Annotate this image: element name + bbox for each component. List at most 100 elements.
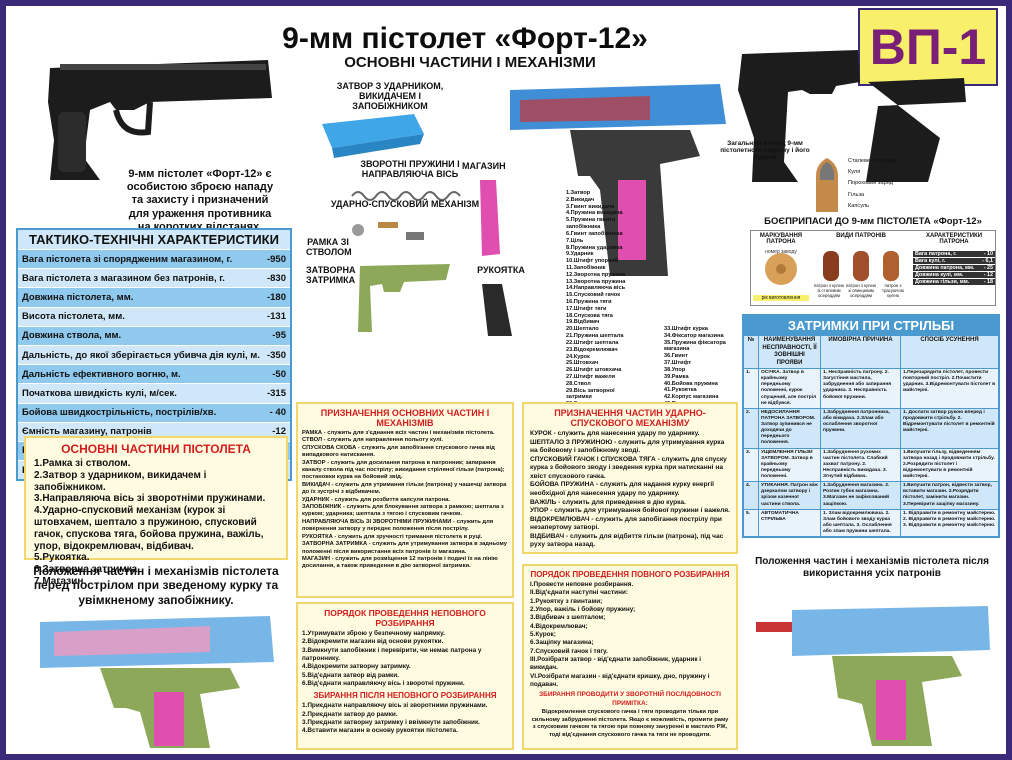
specs-row: Дальність, до якої зберігається убивча д… (18, 344, 290, 365)
part-number-item: 13.Зворотна пружина (566, 278, 626, 285)
ammo-spec-row: Довжина кулі, мм.- 12 (913, 272, 995, 278)
full-step: 7.Спусковий гачок і тягу. (530, 647, 608, 655)
incomplete-step: 3.Вимкнути запобіжник і перевірити, чи н… (302, 646, 482, 662)
specs-row: Початкова швидкість кулі, м/сек.-315 (18, 383, 290, 403)
specs-title: ТАКТИКО-ТЕХНІЧНІ ХАРАКТЕРИСТИКИ (18, 230, 290, 249)
main-part-item: 4.Ударно-спусковий механізм (курок зі шт… (34, 505, 264, 552)
part-number-item: 1.Затвор (566, 190, 591, 196)
label-slide-catch: ЗАТВОРНА ЗАТРИМКА (306, 265, 356, 285)
main-part-item: 7.Магазин. (34, 575, 87, 587)
purpose-line: ЗАТВОР - служить для досилання патрона в… (302, 459, 505, 481)
part-number-item: 8.Пружина ударника (566, 244, 623, 251)
spec-label: Вага пістолета зі спорядженим магазином,… (22, 253, 233, 265)
ammo-spec-value: - 25 (983, 265, 993, 271)
spec-label: Дальність ефективного вогню, м. (22, 368, 181, 380)
specs-row: Вага пістолета з магазином без патронів,… (18, 268, 290, 288)
label-trigger-mechanism: УДАРНО-СПУСКОВИЙ МЕХАНІЗМ (330, 199, 480, 209)
spec-label: Ємність магазину, патронів (22, 426, 152, 438)
malfunctions-header: № НАЙМЕНУВАННЯ НЕСПРАВНОСТІ, ЇЇ ЗОВНІШНІ… (744, 335, 998, 368)
purpose-line: СПУСКОВА СКОБА - служить для запобігання… (302, 444, 495, 459)
specs-row: Довжина пістолета, мм.-180 (18, 287, 290, 307)
spec-label: Висота пістолета, мм. (22, 311, 125, 323)
part-number-item: 18.Спускова тяга (566, 312, 613, 319)
pistol-cocked-image (40, 616, 274, 748)
malfunction-row: 1.ОСІЧКА. Затвор в крайньому передньому … (744, 368, 998, 408)
malfunctions-table: ЗАТРИМКИ ПРИ СТРІЛЬБІ № НАЙМЕНУВАННЯ НЕС… (742, 314, 1000, 539)
malfunction-cause: 1.Забруднення магазина. 2. Розгин губок … (820, 482, 900, 509)
full-step: 5.Курок; (530, 630, 556, 638)
malfunction-cause: 1.Забруднення патронника, або вікидача. … (820, 408, 900, 448)
note-title: ПРИМІТКА: (612, 700, 648, 708)
part-number-item: 41.Рукоятка (664, 387, 697, 394)
malfunction-cause: 1. Несправність патрону. 2. Загустіння м… (820, 369, 900, 408)
purpose-line: РАМКА - служить для з'єднання всіх части… (302, 430, 495, 436)
col-fix: СПОСІБ УСУНЕННЯ (900, 336, 998, 368)
part-number-item: 21.Пружина шептала (566, 333, 624, 340)
cart-part: Сталеве осереддя (848, 158, 897, 164)
main-part-item: 2.Затвор з ударником, викидачем і запобі… (34, 469, 207, 493)
part-number-item: 38.Упор (664, 366, 686, 373)
ammo-spec-value: - 12 (983, 272, 993, 278)
main-part-item: 5.Рукоятка. (34, 552, 90, 564)
trigger-line: ШЕПТАЛО З ПРУЖИНОЮ - служить для утримув… (530, 438, 725, 455)
pistol-right-image (738, 50, 966, 182)
specs-row: Бойова швидкострільність, пострілів/хв.-… (18, 402, 290, 422)
cart-part: Капсуль (848, 202, 870, 209)
incomplete-step: 2.Відокремити магазин від основи рукоятк… (302, 638, 444, 646)
main-part-item: 3.Направляюча вісь зі зворотніми пружина… (34, 493, 266, 505)
part-number-item: 17.Штифт тяги (566, 305, 607, 312)
malfunction-fix: 1.Перезарядити пістолет, провести повтор… (900, 369, 998, 408)
part-number-item: 10.Штифт упорний (566, 258, 619, 265)
malfunction-row: 4.УТИКАННЯ. Патрон між дзеркалом затвору… (744, 481, 998, 509)
purpose-box: ПРИЗНАЧЕННЯ ОСНОВНИХ ЧАСТИН І МЕХАНІЗМІВ… (296, 402, 514, 598)
full-step: 6.Защіпку магазина; (530, 639, 594, 647)
col-cause: ЙМОВІРНА ПРИЧИНА (820, 336, 900, 368)
specs-row: Довжина ствола, мм.-95 (18, 325, 290, 345)
full-title: ПОРЯДОК ПРОВЕДЕННЯ ПОВНОГО РОЗБИРАННЯ (530, 570, 730, 579)
purpose-line: ВИКИДАЧ - служить для утримання гільзи (… (302, 481, 507, 496)
purpose-line: МАГАЗИН - служить для розміщення 12 патр… (302, 555, 498, 570)
label-slide: ЗАТВОР З УДАРНИКОМ, ВИКИДАЧЕМ І ЗАПОБІЖН… (336, 81, 444, 111)
cartridge-cross-section (816, 158, 838, 212)
part-number-item: 24.Курок (566, 353, 590, 360)
spec-value: -830 (266, 272, 286, 284)
part-number-item: 23.Відокремлювач (566, 346, 618, 353)
caption-left: Положення частин і механізмів пістолета … (33, 564, 279, 607)
malfunction-cause: 1.Забруднення рухомих частин пістолета. … (820, 448, 900, 482)
spec-value: -12 (272, 426, 286, 438)
malfunction-fix: 1. Дослати затвор рукою вперед і продовж… (900, 408, 998, 448)
ammo-spec-label: Вага кулі, г. (915, 258, 946, 264)
purpose-line: ЗАПОБІЖНИК - служить для блокування затв… (302, 504, 504, 518)
spec-label: Довжина ствола, мм. (22, 330, 122, 342)
ammo-type: патрон з трасуючою кулею (881, 283, 905, 298)
cutaway-pistol-image (510, 84, 726, 276)
part-number-item: 26.Штифт штовхача (566, 367, 622, 374)
spec-value: -350 (266, 349, 286, 361)
ammo-spec-row: Вага кулі, г.- 6,1 (913, 258, 995, 264)
part-number-item: 34.Фіксатор магазина (664, 332, 724, 339)
spec-value: - 40 (269, 407, 286, 419)
part-number-item: 11.Запобіжник (566, 264, 606, 271)
malfunction-name: ОСІЧКА. Затвор в крайньому передньому по… (758, 369, 820, 408)
part-number-item: 19.Відбивач (566, 319, 600, 326)
trigger-purpose-box: ПРИЗНАЧЕННЯ ЧАСТИН УДАРНО-СПУСКОВОГО МЕХ… (522, 402, 738, 554)
incomplete-step: 6.Від'єднати направляючу вісь і зворотні… (302, 679, 465, 687)
trigger-line: УПОР - служить для утримування бойової п… (530, 507, 730, 515)
malfunction-fix: 1.Вилучити гільзу, відведенням затвора н… (900, 448, 998, 482)
full-step: 1.Рукоятку з гвинтами; (530, 597, 603, 605)
assembly-title: ЗБИРАННЯ ПІСЛЯ НЕПОВНОГО РОЗБИРАННЯ (313, 691, 497, 701)
malfunction-fix: 1.Вилучити патрон, відвести затвор, вста… (900, 482, 998, 509)
incomplete-disassembly-box: ПОРЯДОК ПРОВЕДЕННЯ НЕПОВНОГО РОЗБИРАННЯ … (296, 602, 514, 750)
ammo-type: патрон з кулею зі свинцевим осереддям (845, 283, 877, 298)
pistol-left-image (48, 60, 272, 180)
full-step: ІІ.Від'єднати наступні частини: (530, 589, 629, 597)
full-disassembly-box: ПОРЯДОК ПРОВЕДЕННЯ ПОВНОГО РОЗБИРАННЯ І.… (522, 564, 738, 750)
malfunction-fix: 1. Відправити в ремонтну майстерню. 2. В… (900, 509, 998, 537)
malfunctions-title: ЗАТРИМКИ ПРИ СТРІЛЬБІ (744, 316, 998, 335)
ammo-title: БОЄПРИПАСИ ДО 9-мм ПІСТОЛЕТА «Форт-12» (764, 216, 982, 227)
ammo-type: патрон з кулею зі сталевим осереддям (813, 283, 845, 298)
assembly-step: 3.Приєднати затворну затримку і ввімкнут… (302, 718, 480, 726)
magazine-image (480, 180, 500, 256)
part-number-item: 29.Вісь затворної затримки (566, 387, 615, 401)
